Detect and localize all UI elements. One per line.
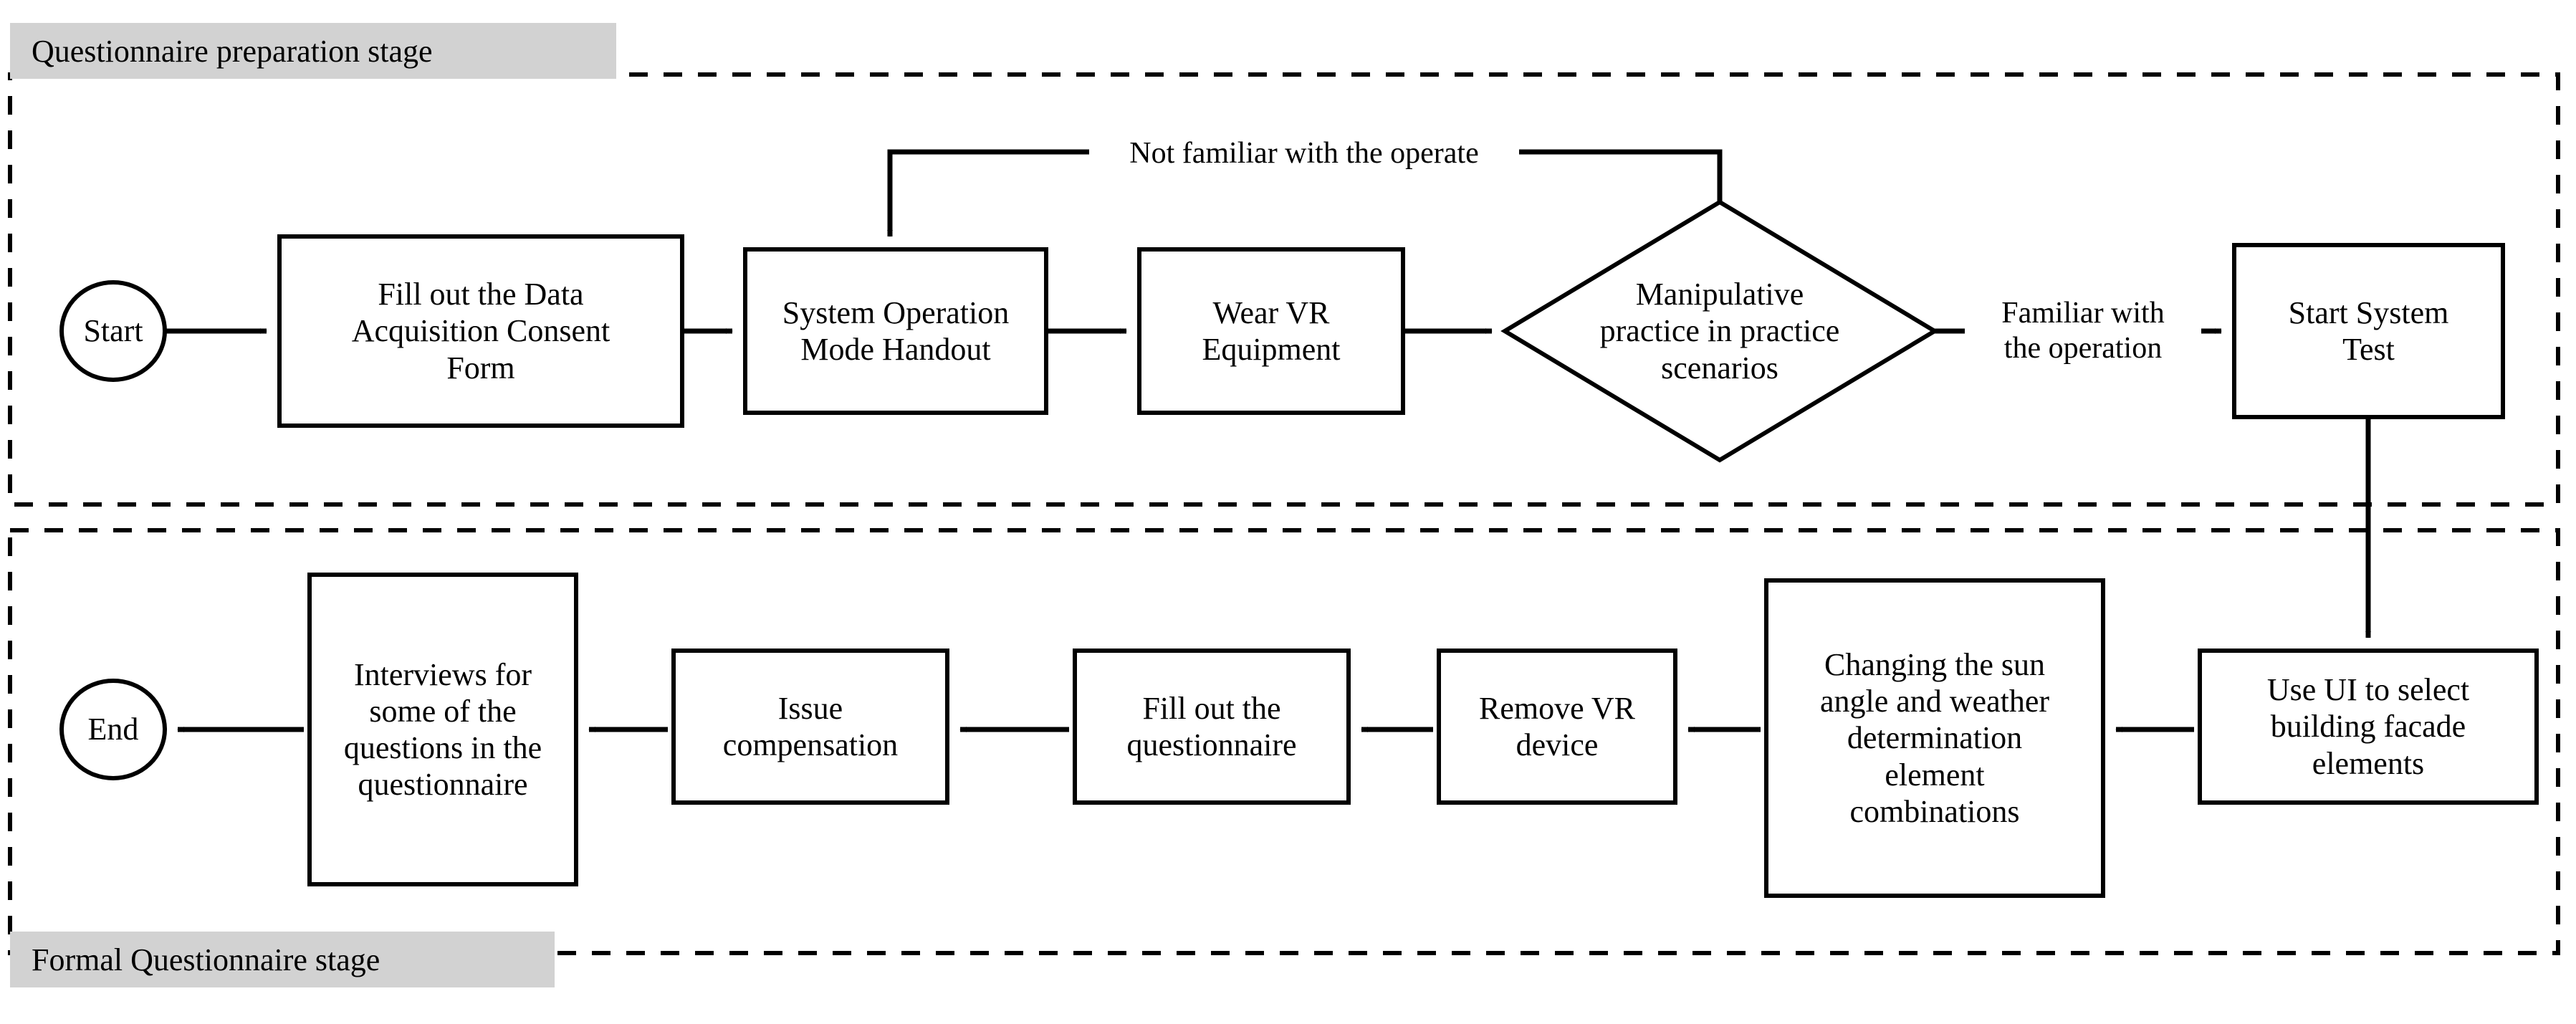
node-end[interactable] bbox=[59, 679, 167, 780]
node-wear-vr[interactable] bbox=[1137, 247, 1405, 415]
stage-container-preparation bbox=[8, 72, 2560, 507]
edge-label-familiar: Familiar with the operation bbox=[1965, 285, 2201, 377]
stage-tag-formal: Formal Questionnaire stage bbox=[10, 932, 555, 987]
node-start-system-test[interactable] bbox=[2232, 243, 2505, 419]
stage-tag-preparation: Questionnaire preparation stage bbox=[10, 23, 616, 79]
node-fill-questionnaire[interactable] bbox=[1073, 649, 1351, 805]
node-operation-handout[interactable] bbox=[743, 247, 1048, 415]
familiar-line-2: the operation bbox=[2003, 332, 2163, 365]
node-practice-decision[interactable] bbox=[1500, 199, 1939, 463]
not-familiar-text: Not familiar with the operate bbox=[1129, 136, 1479, 170]
stage-tag-formal-label: Formal Questionnaire stage bbox=[32, 942, 380, 977]
stage-tag-preparation-label: Questionnaire preparation stage bbox=[32, 33, 433, 69]
node-remove-vr[interactable] bbox=[1437, 649, 1677, 805]
node-consent-form[interactable] bbox=[277, 234, 684, 428]
stage-container-formal bbox=[8, 528, 2560, 955]
node-start[interactable] bbox=[59, 280, 167, 382]
node-change-sun-weather[interactable] bbox=[1764, 578, 2105, 898]
node-issue-compensation[interactable] bbox=[671, 649, 949, 805]
node-select-facade[interactable] bbox=[2198, 649, 2539, 805]
node-interviews[interactable] bbox=[307, 573, 578, 886]
familiar-line-1: Familiar with bbox=[2001, 297, 2165, 330]
edge-label-not-familiar: Not familiar with the operate bbox=[1089, 133, 1519, 173]
